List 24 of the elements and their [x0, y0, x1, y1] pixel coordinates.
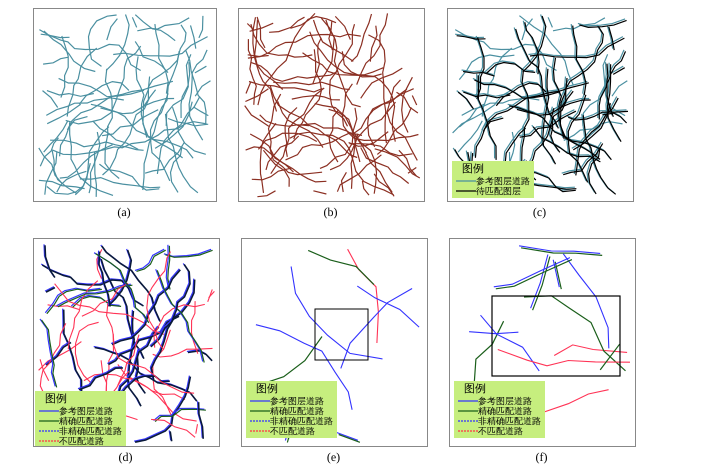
panel-caption: (a)	[116, 205, 132, 220]
legend-text: 不匹配道路	[270, 426, 315, 436]
panel-caption: (c)	[532, 205, 548, 220]
legend-text: 参考图层道路	[478, 396, 532, 406]
panel-caption: (e)	[326, 450, 342, 465]
legend-text: 非精确匹配道路	[59, 426, 122, 436]
legend-text: 精确匹配道路	[270, 406, 324, 416]
legend-text: 非精确匹配道路	[478, 416, 541, 426]
legend-text: 不匹配道路	[59, 436, 104, 446]
legend-text: 参考图层道路	[476, 176, 530, 186]
panel-caption: (b)	[322, 205, 338, 220]
legend-title: 图例	[461, 163, 485, 176]
panel-caption: (d)	[118, 450, 134, 465]
legend-text: 精确匹配道路	[59, 416, 113, 426]
legend-text: 非精确匹配道路	[270, 416, 333, 426]
legend-text: 不匹配道路	[478, 426, 523, 436]
legend-text: 参考图层道路	[59, 406, 113, 416]
legend-title: 图例	[255, 383, 279, 396]
legend-text: 精确匹配道路	[478, 406, 532, 416]
legend-text: 参考图层道路	[270, 396, 324, 406]
panel-caption: (f)	[534, 450, 548, 465]
legend-text: 待匹配图层	[476, 186, 521, 196]
legend-title: 图例	[44, 393, 68, 406]
legend-title: 图例	[463, 383, 487, 396]
